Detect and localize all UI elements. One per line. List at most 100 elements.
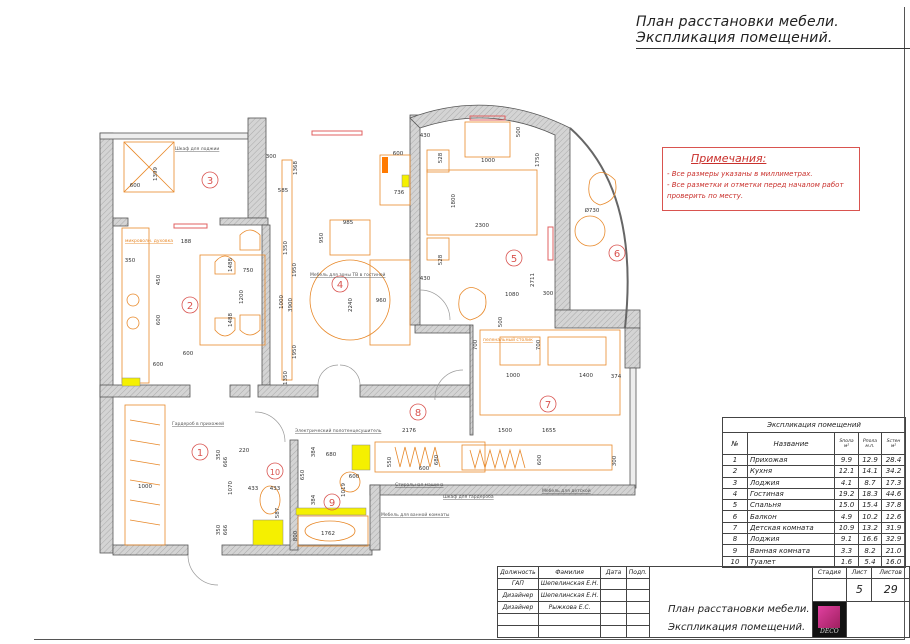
- room-marker: [505, 249, 523, 267]
- stamp-header: Должность: [497, 566, 539, 579]
- dimension-label: 1655: [542, 428, 556, 434]
- annotation-hallway-wardrobe: Гардероб в прихожей: [172, 420, 224, 427]
- row-num: 4: [722, 487, 748, 501]
- floor-area: 19.2: [834, 487, 859, 501]
- dimension-label: 1000: [481, 158, 495, 164]
- position: Дизайнер: [497, 600, 539, 614]
- perimeter: 14.1: [858, 465, 882, 478]
- dimension-label: 2300: [475, 223, 489, 229]
- dimension-label: 374: [611, 374, 622, 380]
- row-num: 6: [722, 510, 748, 523]
- floor-area: 12.1: [834, 465, 859, 478]
- dimension-label: 1950: [292, 263, 298, 277]
- notes-heading: Примечания:: [691, 152, 767, 165]
- dimension-label: 1488: [228, 258, 234, 272]
- dimension-label: 666: [223, 524, 229, 535]
- dimension-label: 680: [326, 452, 337, 458]
- dimension-label: 1500: [498, 428, 512, 434]
- dimension-label: 1070: [228, 481, 234, 495]
- room-number: 5: [511, 254, 517, 265]
- room-name: Прихожая: [747, 453, 835, 467]
- room-number: 9: [329, 498, 335, 509]
- drawing-frame: [34, 7, 905, 640]
- dimension-label: 1000: [138, 484, 152, 490]
- dimension-label: 587: [275, 507, 281, 518]
- dimension-label: 1400: [579, 373, 593, 379]
- stamp-empty: [625, 612, 650, 626]
- room-number: 3: [207, 176, 213, 187]
- room-name: Лоджия: [747, 533, 835, 546]
- stamp-empty: [600, 612, 627, 626]
- signature-cell: [625, 577, 650, 590]
- dimension-label: 1000: [279, 295, 285, 309]
- stamp-empty: [537, 612, 602, 626]
- dimension-label: 700: [536, 339, 542, 350]
- room-number: 1: [197, 448, 203, 459]
- room-name: Кухня: [747, 465, 835, 478]
- room-marker: [201, 171, 219, 189]
- room-marker: [608, 244, 626, 262]
- col-s-walls: Sстен м²: [881, 432, 906, 455]
- surname: Рыжкова Е.С.: [537, 600, 602, 614]
- surname: Шепелинская Е.Н.: [537, 589, 602, 602]
- room-name: Гостиная: [747, 487, 835, 501]
- dimension-label: 736: [394, 190, 405, 196]
- wall-area: 44.6: [881, 487, 906, 501]
- radiators: [173, 115, 554, 261]
- row-num: 3: [722, 476, 748, 489]
- sheets-label: Листов: [871, 566, 910, 579]
- stamp-empty: [600, 624, 627, 639]
- dimension-label: 2711: [530, 273, 536, 287]
- room-marker: [181, 296, 199, 314]
- dimension-label: 350: [216, 524, 222, 535]
- sheet-title: План расстановки мебели. Экспликация пом…: [648, 601, 813, 638]
- dimension-label: 500: [498, 316, 504, 327]
- dimensions: 1399600148814887501200600600350450600188…: [125, 126, 622, 541]
- dimension-label: 700: [473, 339, 479, 350]
- date-cell: [600, 577, 627, 590]
- explication-title: Экспликация помещений: [722, 417, 906, 433]
- explication-table: Экспликация помещений № Название Sпола м…: [722, 417, 906, 568]
- dimension-label: 1762: [321, 531, 335, 537]
- col-num: №: [722, 432, 748, 455]
- room-name: Ванная комната: [747, 544, 835, 557]
- annotation-heater: Электрический полотенцесушитель: [295, 427, 382, 434]
- note-line: - Все разметки и отметки перед началом р…: [667, 181, 844, 200]
- wall-area: 31.9: [881, 521, 906, 535]
- dimension-label: 1019: [341, 483, 347, 497]
- annotation-bathroom-furniture: Мебель для ванной комнаты: [381, 511, 450, 518]
- logo-text: DECO: [820, 627, 839, 635]
- dimension-label: 2240: [348, 298, 354, 312]
- dimension-label: 1000: [506, 373, 520, 379]
- room-marker: [331, 275, 349, 293]
- floor-area: 4.9: [834, 510, 859, 523]
- perimeter: 13.2: [858, 521, 882, 535]
- balcony-glazing: [569, 127, 629, 329]
- wall-area: 21.0: [881, 544, 906, 557]
- dimension-label: 950: [319, 232, 325, 243]
- floor-area: 4.1: [834, 476, 859, 489]
- perimeter: 10.2: [858, 510, 882, 523]
- room-marker: [266, 462, 284, 480]
- dimension-label: 1350: [283, 371, 289, 385]
- dimension-label: 3900: [288, 298, 294, 312]
- date-cell: [600, 600, 627, 614]
- room-name: Спальня: [747, 499, 835, 512]
- room-number: 6: [614, 249, 620, 260]
- row-num: 1: [722, 453, 748, 467]
- room-number: 10: [270, 468, 280, 477]
- stamp-header: Дата: [600, 566, 627, 579]
- sheet-title-line1: План расстановки мебели.: [667, 604, 810, 615]
- room-marker: [323, 493, 341, 511]
- perimeter: 18.3: [858, 487, 882, 501]
- dimension-label: 188: [181, 239, 192, 245]
- room-number: 4: [337, 280, 343, 291]
- utility-marks: [121, 174, 410, 546]
- perimeter: 12.9: [858, 453, 882, 467]
